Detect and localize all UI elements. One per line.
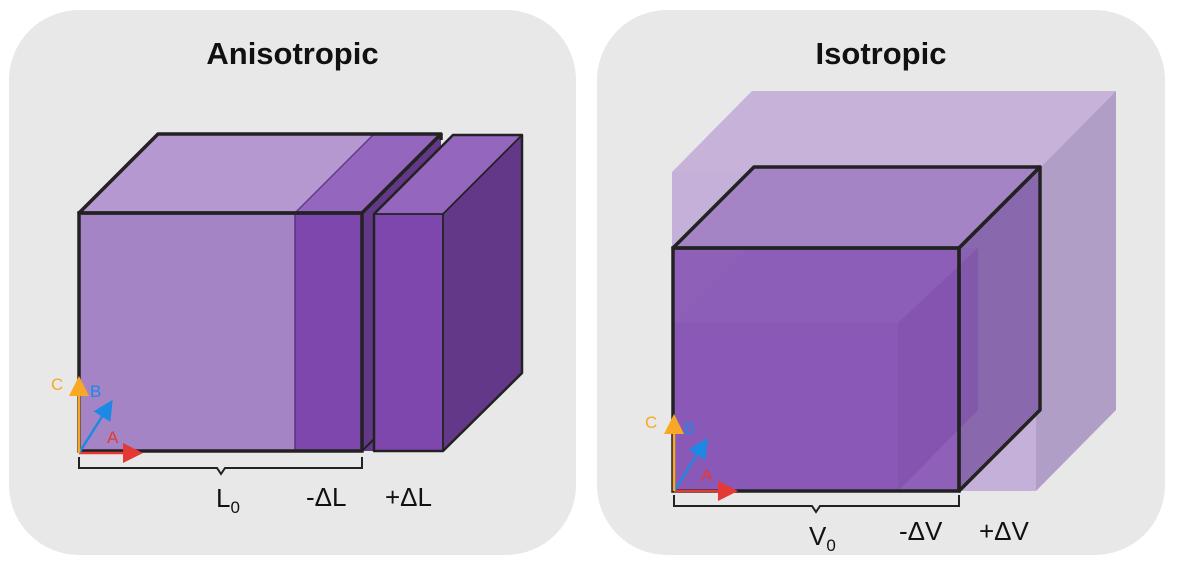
axis-c-label: C: [51, 375, 63, 394]
axis-c-label: C: [645, 413, 657, 432]
axis-b-label: B: [90, 382, 101, 401]
isotropic-title: Isotropic: [815, 36, 947, 71]
shrink-length-label: -ΔL: [306, 482, 347, 512]
anisotropic-title: Anisotropic: [206, 36, 379, 71]
axis-b-arrow: [672, 437, 708, 492]
grow-slab-side-face: [443, 135, 522, 451]
isotropic-cube: [671, 91, 1116, 493]
axis-b-arrow: [77, 399, 113, 454]
shrink-volume-label: -ΔV: [899, 516, 943, 546]
axis-b-label: B: [684, 419, 695, 438]
isotropic-axes: A B C: [645, 413, 738, 501]
axis-a-label: A: [701, 466, 713, 485]
shrink-slab-front-face: [295, 213, 362, 451]
anisotropic-cube: [77, 132, 524, 453]
main-block-front-face: [79, 213, 295, 451]
length-bracket: [78, 457, 363, 476]
shrink-slab-top-face: [295, 134, 441, 213]
anisotropic-axes: A B C: [51, 375, 143, 463]
main-cube-top-face: [673, 167, 1040, 248]
shrink-cube-front-face: [673, 323, 898, 491]
shrink-cube-top-face: [673, 248, 978, 323]
volume-label: V0: [809, 521, 836, 555]
grow-volume-label: +ΔV: [979, 516, 1030, 546]
ghost-cube-top-face: [672, 91, 1116, 172]
length-label: L0: [216, 483, 240, 517]
volume-bracket: [673, 495, 960, 514]
grow-slab-front-face: [374, 214, 443, 451]
ghost-cube-side-face: [1036, 91, 1116, 491]
grow-length-label: +ΔL: [385, 482, 432, 512]
grow-slab-top-face: [374, 135, 522, 214]
axis-a-label: A: [107, 428, 119, 447]
main-cube-side-face: [959, 167, 1040, 491]
